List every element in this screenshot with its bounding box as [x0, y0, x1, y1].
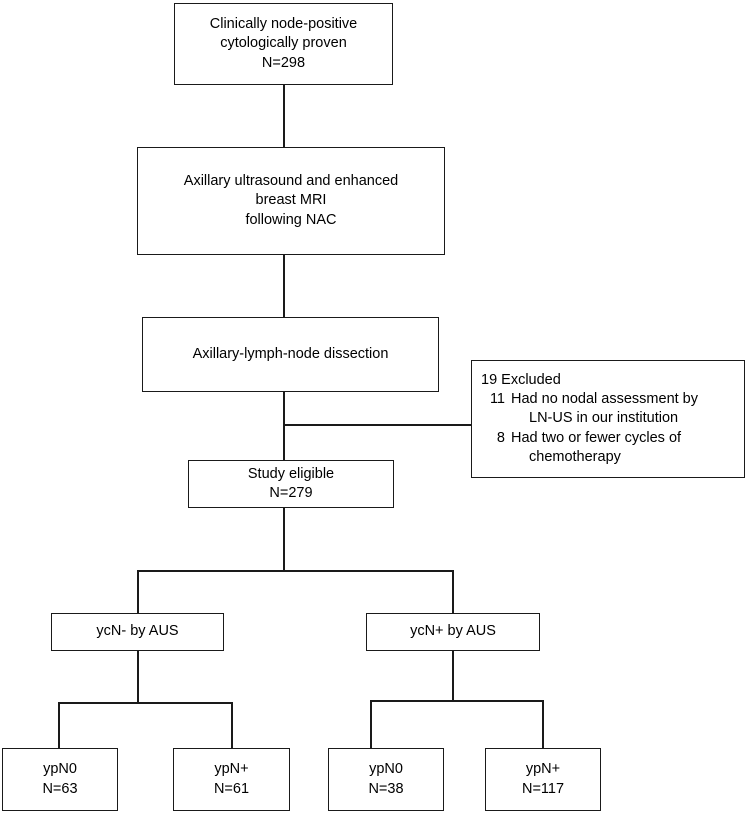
connector-split-left: [58, 702, 232, 704]
node-imaging-line-1: Axillary ultrasound and enhanced: [183, 173, 399, 190]
node-ypnplus-right-line-1: ypN+: [525, 761, 561, 778]
node-cohort-line-2: cytologically proven: [220, 35, 347, 52]
node-alnd: Axillary-lymph-node dissection: [142, 317, 439, 392]
node-excluded-item-2: 8 Had two or fewer cycles of: [481, 429, 681, 448]
node-cohort-line-1: Clinically node-positive: [209, 16, 358, 33]
node-imaging: Axillary ultrasound and enhanced breast …: [137, 147, 445, 255]
connector-cohort-to-imaging: [283, 85, 285, 147]
node-excluded-item-1-count: 11: [489, 391, 505, 408]
node-eligible-line-2: N=279: [269, 485, 313, 501]
node-excluded-heading: 19 Excluded: [481, 372, 561, 389]
node-alnd-line-1: Axillary-lymph-node dissection: [192, 345, 389, 362]
node-excluded-item-1-text: Had no nodal assessment by: [511, 391, 698, 408]
connector-imaging-to-alnd: [283, 255, 285, 317]
connector-split-to-ycn-pos: [452, 570, 454, 613]
node-excluded-item-2-continuation: chemotherapy: [529, 448, 621, 465]
connector-split-to-ycn-neg: [137, 570, 139, 613]
node-ypnplus-right-line-2: N=117: [521, 780, 565, 797]
node-imaging-line-2: breast MRI: [255, 192, 327, 209]
connector-split-right: [370, 700, 543, 702]
node-ypn0-right-line-2: N=38: [368, 780, 404, 797]
node-ycn-positive-line-1: ycN+ by AUS: [410, 623, 496, 640]
node-excluded-item-2-count: 8: [496, 429, 505, 446]
node-ypnplus-left-line-2: N=61: [213, 780, 250, 797]
connector-ycn-neg-to-split: [137, 651, 139, 703]
node-eligible-line-1: Study eligible: [247, 465, 335, 482]
node-ycn-negative: ycN- by AUS: [51, 613, 224, 651]
node-ypnplus-left-line-1: ypN+: [214, 761, 249, 778]
connector-right-to-ypnplus: [542, 700, 544, 748]
node-ycn-positive: ycN+ by AUS: [366, 613, 540, 651]
node-ypn0-left-line-1: ypN0: [43, 761, 77, 778]
node-ypn0-right-line-1: ypN0: [369, 761, 403, 778]
connector-eligible-to-split: [283, 508, 285, 571]
connector-split-main: [137, 570, 454, 572]
connector-alnd-to-eligible: [283, 392, 285, 460]
node-excluded: 19 Excluded 11 Had no nodal assessment b…: [471, 360, 745, 478]
connector-alnd-to-excluded: [283, 424, 472, 426]
node-ypn0-left-line-2: N=63: [42, 780, 78, 797]
node-excluded-item-2-text: Had two or fewer cycles of: [511, 429, 682, 446]
node-cohort: Clinically node-positive cytologically p…: [174, 3, 393, 85]
connector-left-to-ypnplus: [231, 702, 233, 748]
node-excluded-item-1: 11 Had no nodal assessment by: [481, 390, 698, 409]
node-excluded-item-1-continuation: LN-US in our institution: [529, 410, 679, 427]
node-ypn0-right: ypN0 N=38: [328, 748, 444, 811]
connector-ycn-pos-to-split: [452, 651, 454, 702]
node-ycn-negative-line-1: ycN- by AUS: [96, 623, 179, 640]
node-ypnplus-right: ypN+ N=117: [485, 748, 601, 811]
node-eligible: Study eligible N=279: [188, 460, 394, 508]
node-ypnplus-left: ypN+ N=61: [173, 748, 290, 811]
node-imaging-line-3: following NAC: [245, 211, 337, 228]
node-ypn0-left: ypN0 N=63: [2, 748, 118, 811]
connector-left-to-ypn0: [58, 702, 60, 748]
connector-right-to-ypn0: [370, 700, 372, 748]
node-cohort-line-3: N=298: [261, 54, 306, 71]
